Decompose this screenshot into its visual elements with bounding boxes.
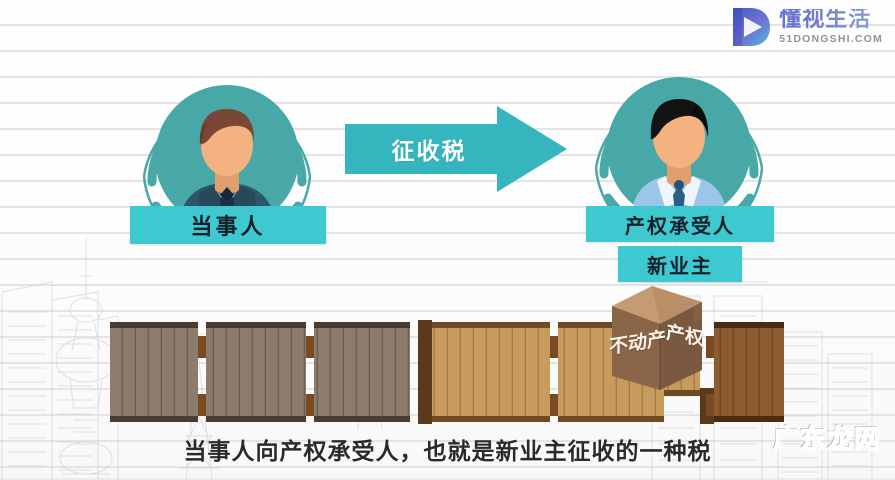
right-actor-avatar: 产权承受人 新业主 bbox=[578, 58, 780, 282]
box-shape bbox=[612, 286, 702, 390]
corner-watermark: 广东龙网 bbox=[772, 424, 881, 455]
logo-wordmark: 懂视生活 51DONGSHI.COM bbox=[779, 9, 883, 45]
right-actor-secondary-label-banner: 新业主 bbox=[618, 246, 742, 282]
arrow-shape bbox=[345, 106, 567, 192]
logo-brand-cn: 懂视生活 bbox=[779, 9, 883, 31]
subtitle-caption: 当事人向产权承受人，也就是新业主征收的一种税 bbox=[183, 439, 712, 465]
right-actor-primary-label-banner: 产权承受人 bbox=[586, 206, 774, 242]
property-rights-box: 不动产 产权 bbox=[604, 284, 708, 390]
fence-section-grey bbox=[110, 322, 410, 422]
logo-brand-en: 51DONGSHI.COM bbox=[779, 33, 883, 46]
tax-arrow: 征收税 bbox=[345, 106, 567, 192]
arrow-label: 征收税 bbox=[391, 139, 467, 165]
fence-section-dark bbox=[714, 322, 784, 422]
right-actor-primary-label: 产权承受人 bbox=[625, 213, 735, 238]
left-actor-label-banner: 当事人 bbox=[130, 206, 326, 244]
right-actor-secondary-label: 新业主 bbox=[647, 253, 713, 278]
wooden-fence bbox=[110, 318, 784, 425]
left-actor-avatar: 当事人 bbox=[126, 66, 328, 244]
left-actor-label: 当事人 bbox=[190, 215, 266, 240]
site-logo: 懂视生活 51DONGSHI.COM bbox=[730, 6, 883, 48]
fence-panels bbox=[110, 320, 784, 424]
right-actor-figure bbox=[631, 99, 727, 221]
right-actor-disc bbox=[607, 77, 751, 221]
play-d-icon bbox=[730, 6, 772, 48]
